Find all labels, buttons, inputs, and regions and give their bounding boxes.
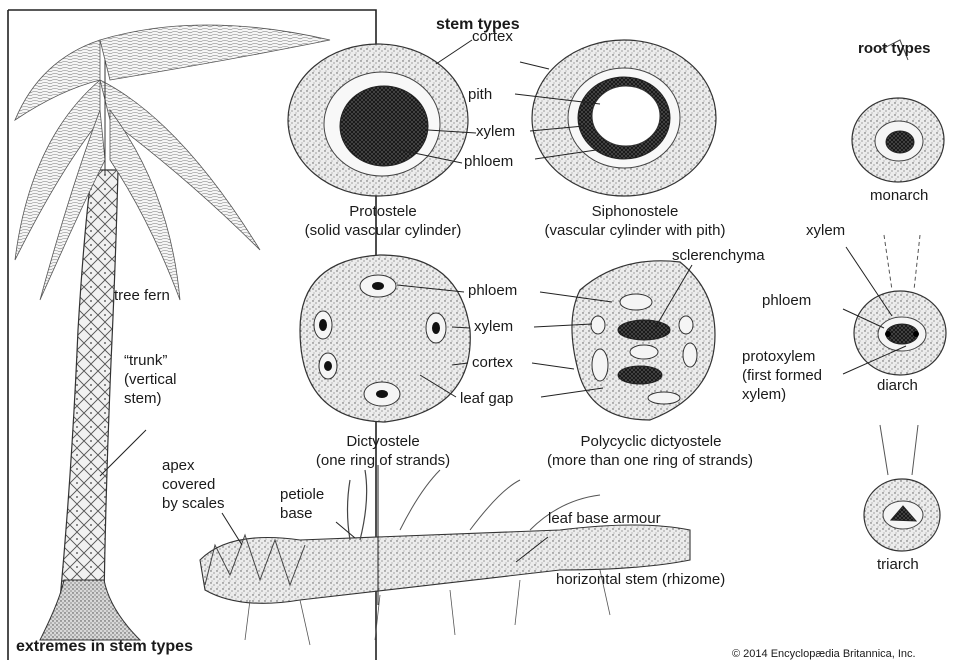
polycyclic-desc: (more than one ring of strands): [500, 452, 800, 469]
label-leaf-base-armour: leaf base armour: [548, 510, 661, 527]
copyright-notice: © 2014 Encyclopædia Britannica, Inc.: [732, 646, 916, 663]
dictyostele-desc: (one ring of strands): [268, 452, 498, 469]
label-phloem-top: phloem: [464, 153, 513, 170]
label-phloem-mid: phloem: [468, 282, 517, 299]
label-protoxylem-1: protoxylem: [742, 348, 815, 365]
diarch-root-section: [854, 235, 946, 375]
protostele-name: Protostele: [283, 203, 483, 220]
label-root-xylem: xylem: [806, 222, 845, 239]
protostele-desc: (solid vascular cylinder): [268, 222, 498, 239]
label-apex-1: apex: [162, 457, 195, 474]
monarch-root-section: [852, 40, 944, 182]
label-monarch: monarch: [870, 187, 928, 204]
label-triarch: triarch: [877, 556, 919, 573]
label-trunk-2: (vertical: [124, 371, 177, 388]
siphonostele-desc: (vascular cylinder with pith): [510, 222, 760, 239]
siphonostele-name: Siphonostele: [520, 203, 750, 220]
label-protoxylem-3: xylem): [742, 386, 786, 403]
label-tree-fern: tree fern: [114, 287, 170, 304]
label-petiole-1: petiole: [280, 486, 324, 503]
rhizome-drawing: [200, 470, 690, 645]
dictyostele-section: [300, 255, 470, 422]
label-trunk-1: “trunk”: [124, 352, 167, 369]
siphonostele-section: [532, 40, 716, 196]
label-apex-2: covered: [162, 476, 215, 493]
label-trunk-3: stem): [124, 390, 162, 407]
label-xylem-mid: xylem: [474, 318, 513, 335]
label-pith: pith: [468, 86, 492, 103]
label-apex-3: by scales: [162, 495, 225, 512]
polycyclic-name: Polycyclic dictyostele: [520, 433, 782, 450]
label-petiole-2: base: [280, 505, 313, 522]
label-root-phloem: phloem: [762, 292, 811, 309]
extremes-heading: extremes in stem types: [16, 638, 193, 655]
label-sclerenchyma: sclerenchyma: [672, 247, 765, 264]
label-xylem-top: xylem: [476, 123, 515, 140]
dictyostele-name: Dictyostele: [283, 433, 483, 450]
label-horizontal-stem: horizontal stem (rhizome): [556, 571, 725, 588]
label-cortex-top: cortex: [472, 28, 513, 45]
polycyclic-dictyostele-section: [572, 261, 715, 420]
root-types-heading: root types: [858, 40, 931, 57]
label-leaf-gap: leaf gap: [460, 390, 513, 407]
label-diarch: diarch: [877, 377, 918, 394]
label-cortex-mid: cortex: [472, 354, 513, 371]
triarch-root-section: [864, 425, 940, 551]
label-protoxylem-2: (first formed: [742, 367, 822, 384]
protostele-section: [288, 44, 468, 196]
